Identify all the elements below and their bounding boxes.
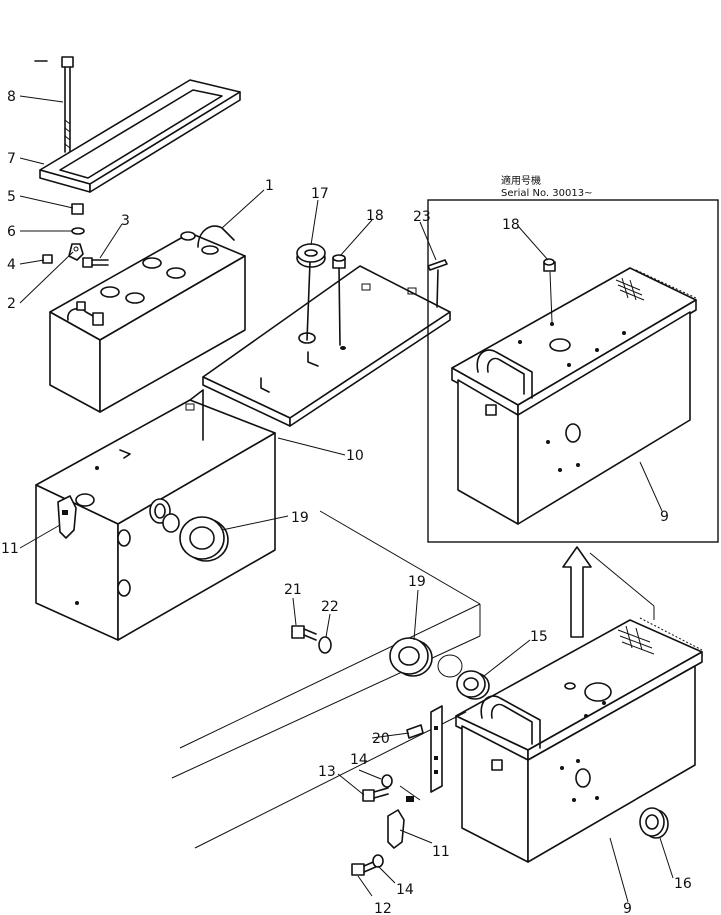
callout-5: 5 [7,189,16,205]
callout-7: 7 [7,151,16,167]
callout-22: 22 [321,599,339,615]
callout-20: 20 [372,731,390,747]
serial-note: 適用号機 Serial No. 30013~ [501,174,592,199]
serial-inset [427,199,719,543]
callout-10: 10 [346,448,364,464]
callout-18: 18 [366,208,384,224]
up-arrow [562,546,592,638]
callout-6: 6 [7,224,16,240]
part-10-tray [202,261,451,427]
serial-heading: 適用号機 [501,174,541,187]
mounting-parts [171,510,655,876]
callout-11-lower: 11 [432,844,450,860]
callout-23: 23 [413,209,431,225]
callout-9: 9 [623,901,632,915]
callout-21: 21 [284,582,302,598]
part-7-frame [39,79,241,193]
part-1-battery [49,225,246,413]
part-18-plug [332,254,346,269]
right-battery-box [455,617,703,863]
callout-18-inset: 18 [502,217,520,233]
leader-lines [19,95,674,903]
callout-9-inset: 9 [660,509,669,525]
callout-16: 16 [674,876,692,892]
small-hardware [42,203,109,268]
callout-19-lower: 19 [408,574,426,590]
callout-3: 3 [121,213,130,229]
serial-number: Serial No. 30013~ [501,188,592,199]
callout-4: 4 [7,257,16,273]
callout-12: 12 [374,901,392,915]
part-8-bolt [34,56,74,153]
callout-14: 14 [350,752,368,768]
callout-2: 2 [7,296,16,312]
part-23-pad [427,259,448,271]
callout-1: 1 [265,178,274,194]
callout-13: 13 [318,764,336,780]
callout-8: 8 [7,89,16,105]
callout-labels: 8 7 5 6 4 2 3 1 17 18 23 10 19 11 21 22 … [1,89,692,915]
callout-15: 15 [530,629,548,645]
left-battery-box [35,389,276,641]
callout-19: 19 [291,510,309,526]
callout-17: 17 [311,186,329,202]
part-17-grommet [296,243,326,268]
callout-14-lower: 14 [396,882,414,898]
callout-11: 11 [1,541,19,557]
